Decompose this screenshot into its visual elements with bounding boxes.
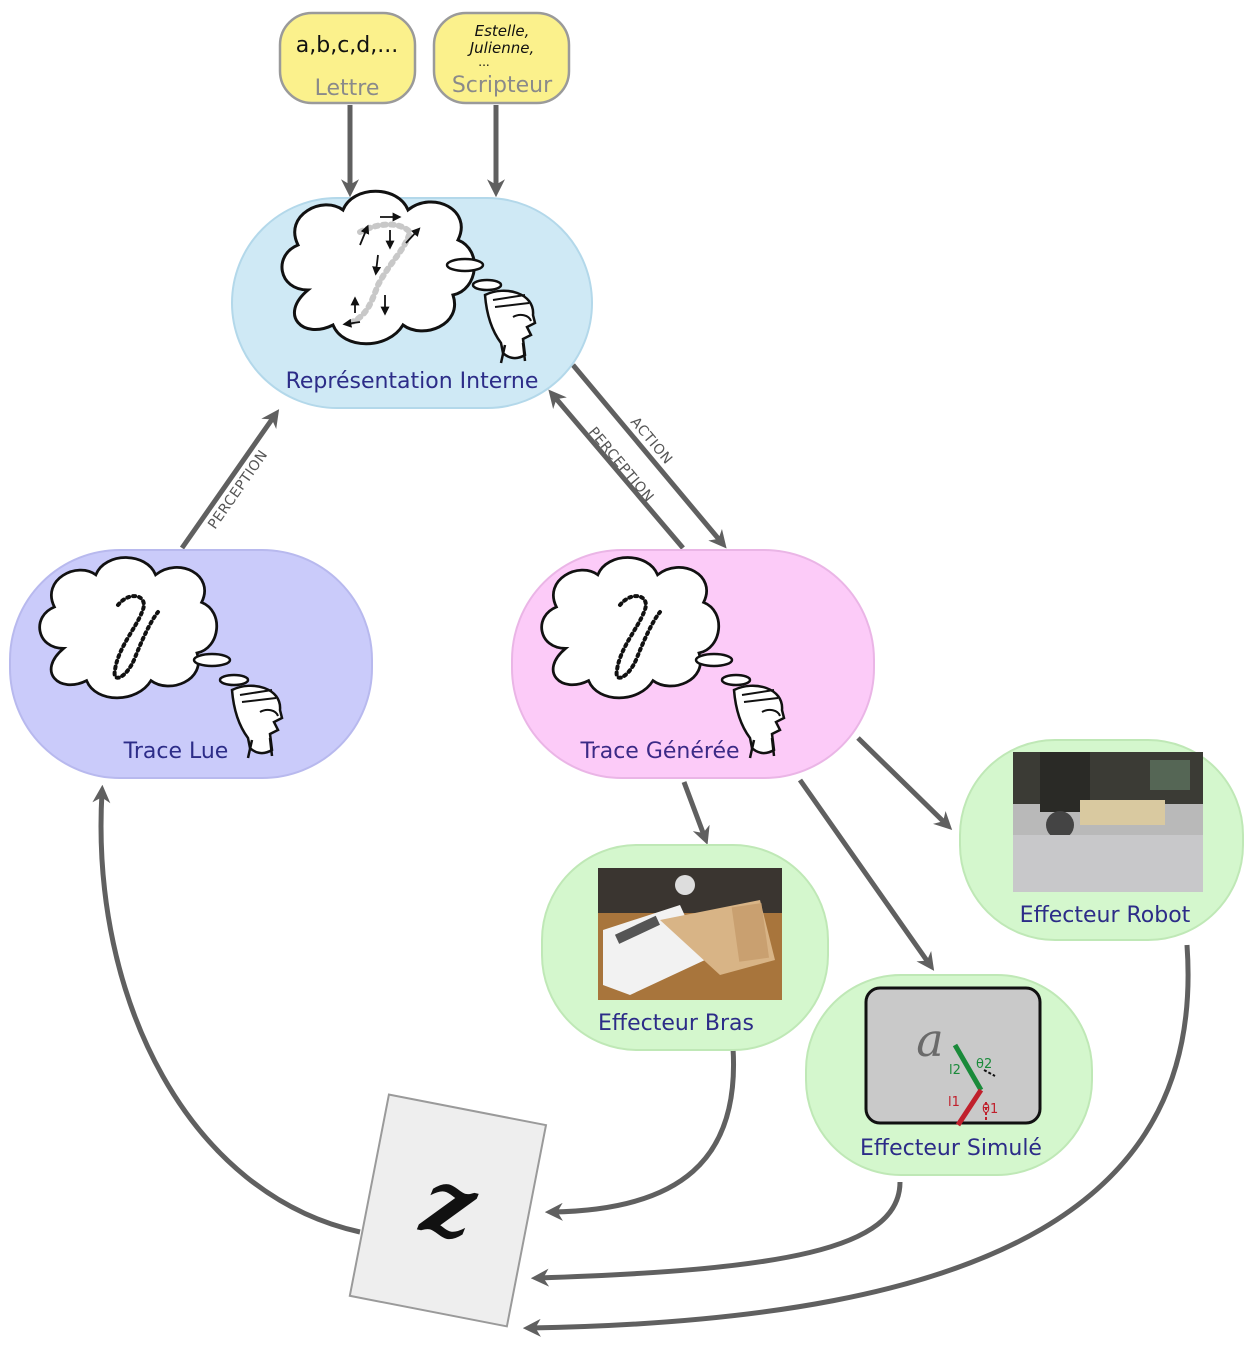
letter-trajectory-icon (342, 212, 421, 328)
arrow-to-robot (856, 736, 953, 831)
input-scripteur-value-1: Estelle, (475, 22, 530, 40)
arrow-perception-right (548, 389, 685, 550)
simulation-screen: a l2 θ2 l1 θ1 (864, 986, 1042, 1127)
node-trace-generee-title: Trace Générée (579, 739, 739, 764)
input-lettre-label: Lettre (315, 76, 380, 101)
node-trace-lue-title: Trace Lue (123, 739, 229, 764)
input-lettre-value: a,b,c,d,... (296, 33, 398, 58)
dotted-letter-icon (614, 594, 662, 680)
edge-label-perception-left: PERCEPTION (205, 447, 271, 532)
node-effecteur-simule: a l2 θ2 l1 θ1 Effecteur Simulé (805, 974, 1093, 1176)
node-trace-lue: Trace Lue (9, 549, 373, 779)
node-effecteur-robot-title: Effecteur Robot (1020, 903, 1191, 928)
node-effecteur-robot: Effecteur Robot (959, 739, 1244, 941)
simulated-letter: a (916, 1013, 943, 1067)
label-theta1: θ1 (982, 1102, 998, 1117)
output-paper: z (348, 1093, 548, 1328)
input-scripteur-value-2: Julienne, (467, 39, 535, 57)
label-l2: l2 (949, 1063, 961, 1078)
node-representation-title: Représentation Interne (286, 369, 539, 394)
thought-cloud-icon (540, 556, 721, 700)
input-scripteur: Estelle, Julienne, ... Scripteur (432, 11, 571, 105)
arrow-robot-to-output (522, 944, 1191, 1337)
node-effecteur-simule-title: Effecteur Simulé (860, 1136, 1042, 1161)
arrow-to-bras (681, 781, 710, 845)
input-scripteur-label: Scripteur (452, 73, 553, 98)
robot-photo (1013, 752, 1203, 892)
arrow-output-to-trace-lue (92, 784, 361, 1235)
node-effecteur-bras: Effecteur Bras (541, 844, 829, 1051)
thought-cloud-icon (38, 556, 219, 700)
thought-cloud-icon (280, 189, 476, 346)
edges (92, 105, 1191, 1337)
arrow-to-simule (797, 778, 935, 971)
segment-l2 (952, 1043, 984, 1092)
arrow-simule-to-output (530, 1181, 903, 1287)
node-representation-interne: Représentation Interne (231, 189, 593, 409)
dotted-letter-icon (112, 594, 160, 680)
segment-l1 (955, 1088, 984, 1127)
node-effecteur-bras-title: Effecteur Bras (598, 1011, 754, 1036)
arrow-action (571, 363, 727, 549)
node-trace-generee: Trace Générée (511, 549, 875, 779)
label-theta2: θ2 (976, 1057, 992, 1072)
input-lettre: a,b,c,d,... Lettre (278, 11, 417, 105)
label-l1: l1 (948, 1095, 960, 1110)
input-scripteur-value-3: ... (478, 55, 489, 69)
arrow-bras-to-output (544, 1047, 737, 1221)
arrow-perception-left (179, 409, 280, 550)
robot-arm-photo (598, 868, 782, 1000)
